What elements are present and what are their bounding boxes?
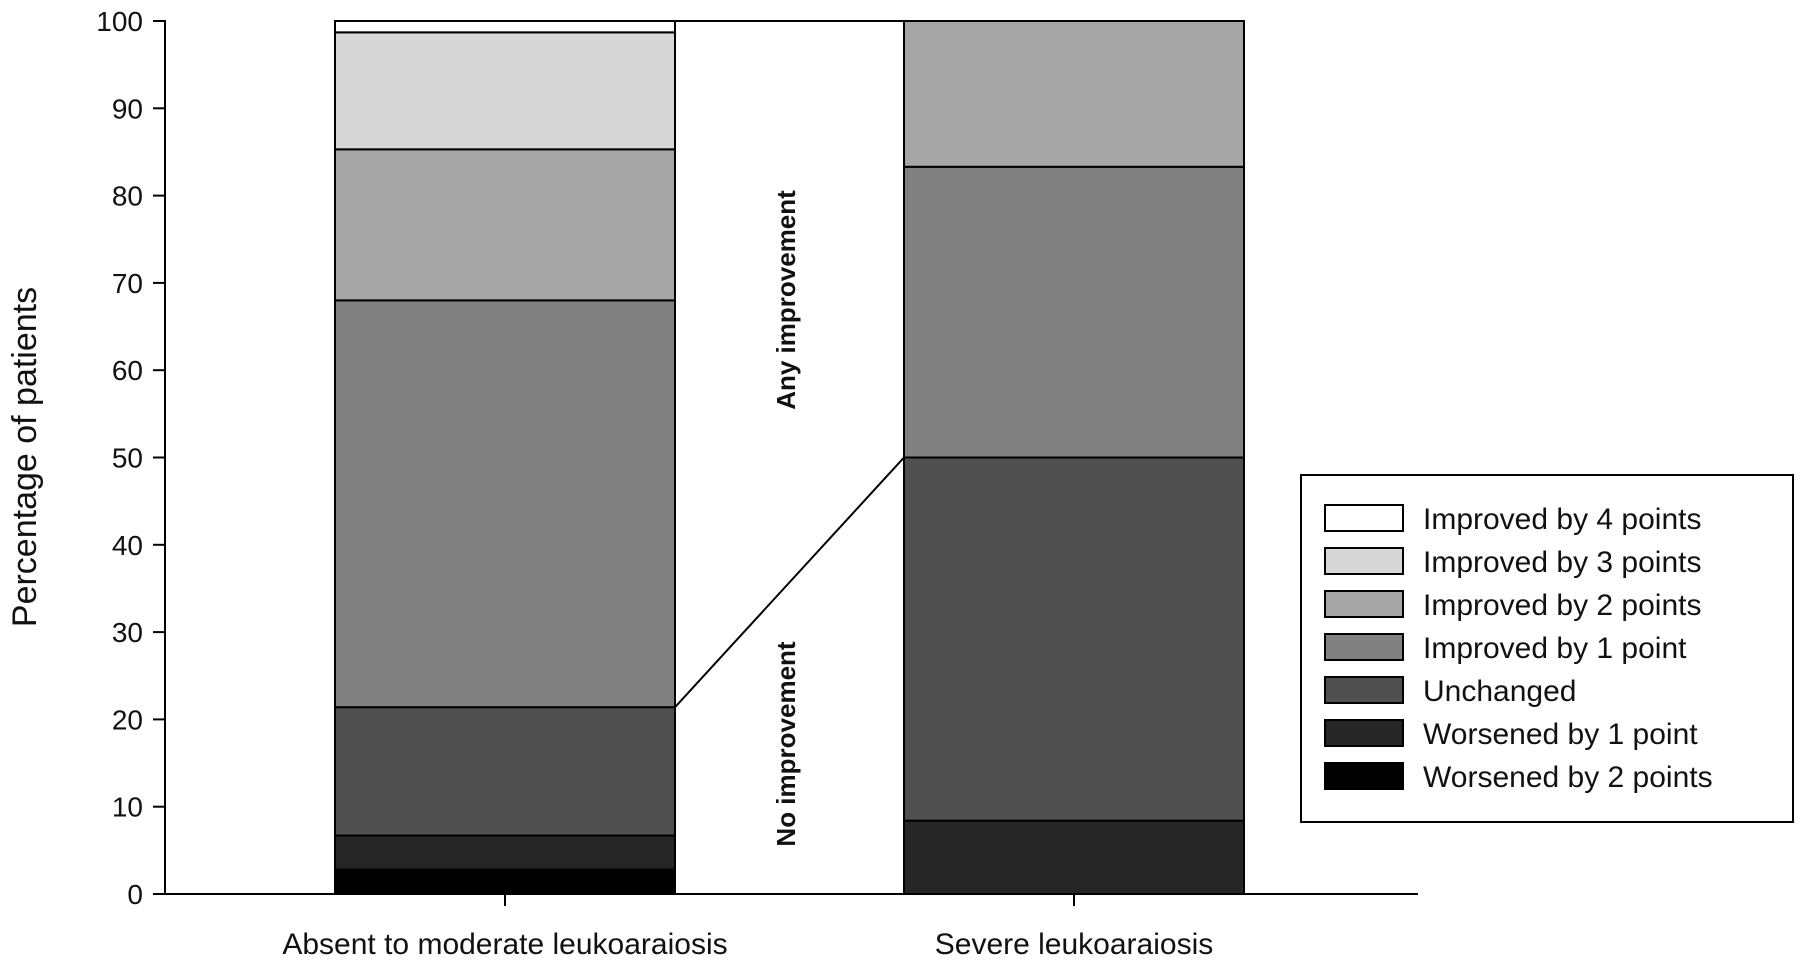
legend-label-1: Improved by 3 points: [1423, 546, 1701, 579]
y-tick-label-8: 80: [112, 181, 143, 212]
connectors-group: [674, 20, 905, 708]
legend-swatch-4: [1324, 676, 1404, 704]
legend-label-5: Worsened by 1 point: [1423, 718, 1698, 751]
y-tick-label-3: 30: [112, 617, 143, 648]
annotation-any-improvement: Any improvement: [771, 190, 801, 410]
bar-segment-0-6: [334, 20, 676, 34]
y-tick-label-1: 10: [112, 792, 143, 823]
legend-label-2: Improved by 2 points: [1423, 589, 1701, 622]
y-tick-label-6: 60: [112, 355, 143, 386]
bar-segment-0-1: [334, 834, 676, 871]
annotations-group: Any improvement No improvement: [771, 190, 801, 847]
bar-segment-1-3: [903, 165, 1245, 459]
bar-segment-1-1: [903, 819, 1245, 896]
legend-swatch-1: [1324, 547, 1404, 575]
x-category-label-0: Absent to moderate leukoaraiosis: [282, 928, 727, 961]
legend-swatch-5: [1324, 719, 1404, 747]
bars-group: [334, 20, 1245, 896]
legend-label-3: Improved by 1 point: [1423, 632, 1687, 665]
annotation-no-improvement: No improvement: [771, 641, 801, 846]
legend-swatch-2: [1324, 590, 1404, 618]
bar-segment-0-4: [334, 148, 676, 302]
bar-segment-0-3: [334, 299, 676, 709]
y-tick-label-4: 40: [112, 530, 143, 561]
bar-segment-1-2: [903, 456, 1245, 822]
x-category-label-1: Severe leukoaraiosis: [935, 928, 1213, 961]
bar-segment-1-4: [903, 20, 1245, 168]
y-tick-label-5: 50: [112, 443, 143, 474]
legend-label-0: Improved by 4 points: [1423, 503, 1701, 536]
no-improvement-boundary-line: [674, 456, 905, 708]
y-tick-label-7: 70: [112, 268, 143, 299]
y-tick-label-0: 0: [127, 879, 143, 910]
bar-segment-0-0: [334, 868, 676, 896]
y-tick-label-10: 100: [96, 6, 143, 37]
legend-swatch-6: [1324, 762, 1404, 790]
legend-swatch-3: [1324, 633, 1404, 661]
legend-swatch-0: [1324, 504, 1404, 532]
y-axis-title: Percentage of patients: [6, 287, 44, 627]
legend-label-4: Unchanged: [1423, 675, 1576, 708]
y-tick-label-9: 90: [112, 93, 143, 124]
bar-segment-0-2: [334, 706, 676, 837]
legend-label-6: Worsened by 2 points: [1423, 761, 1713, 794]
y-tick-label-2: 20: [112, 704, 143, 735]
bar-segment-0-5: [334, 31, 676, 151]
